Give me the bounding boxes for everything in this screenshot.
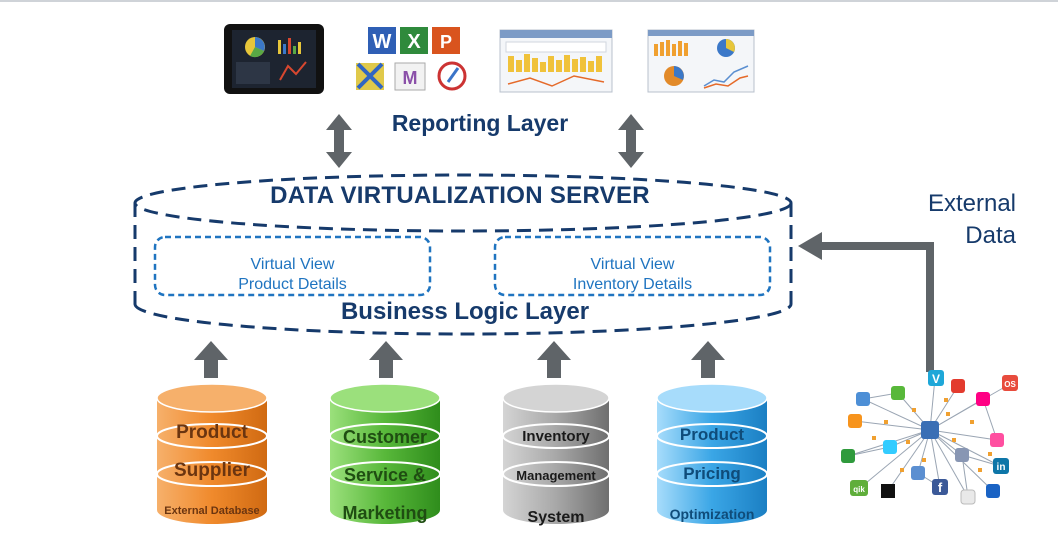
virtual-view-product-line1: Virtual View [250, 256, 335, 273]
os-icon-label: OS [1004, 380, 1016, 389]
reporting-arrow-left [326, 114, 352, 168]
virtual-view-box-inventory [493, 235, 772, 297]
virtual-view-inventory: Virtual View Inventory Details [495, 255, 770, 295]
db-labels-1: Product Supplier External Database [164, 422, 259, 517]
external-data-connector [798, 232, 934, 372]
friendfeed-icon [911, 466, 925, 480]
qik-icon [850, 480, 868, 496]
svg-text:M: M [403, 68, 418, 88]
word-icon: W [373, 31, 392, 53]
db2-label-2: Service & [344, 465, 426, 485]
excel-icon: X [407, 31, 421, 53]
messenger-icon [986, 484, 1000, 498]
database-customer-service [329, 383, 441, 524]
green-icon [841, 449, 855, 463]
business-logic-layer-label: Business Logic Layer [340, 298, 590, 325]
mail-merge-icon [394, 62, 426, 91]
db2-label-3: Marketing [342, 503, 427, 523]
blog-icon [856, 392, 870, 406]
delicious-icon [881, 484, 895, 498]
db1-label-2: Supplier [174, 460, 251, 481]
server-title: DATA VIRTUALIZATION SERVER [270, 182, 650, 209]
linkedin-icon [993, 458, 1009, 474]
tablet-dashboard-thumbnail [224, 24, 324, 94]
db3-label-1: Inventory [522, 428, 590, 445]
up-arrows [194, 341, 725, 378]
linkedin-icon-label: in [997, 462, 1006, 473]
db1-label-1: Product [176, 422, 248, 443]
cc-icon [990, 433, 1004, 447]
virtual-view-inventory-line1: Virtual View [590, 256, 675, 273]
db4-label-1: Product [680, 425, 745, 444]
vimeo-icon-label: V [932, 372, 940, 386]
up-arrow-1 [194, 341, 228, 378]
external-data-line1: External [927, 190, 1016, 217]
chat-icon [891, 386, 905, 400]
data-virtualization-server-cylinder [133, 173, 793, 336]
db2-label-1: Customer [343, 427, 427, 447]
virtual-view-inventory-line2: Inventory Details [572, 276, 693, 293]
os-icon [1002, 375, 1018, 391]
db3-label-2: Management [516, 468, 596, 483]
flickr-icon [976, 392, 990, 406]
db-labels-2: Customer Service & Marketing [342, 427, 427, 523]
report-screenshot-1 [499, 29, 613, 93]
database-inventory [502, 383, 610, 524]
social-network-graph: V OS in qik f [841, 370, 1018, 505]
virtual-view-product: Virtual View Product Details [155, 255, 430, 295]
powerpoint-icon: P [440, 32, 452, 52]
db4-label-2: Pricing [683, 464, 741, 483]
wordpress-icon [921, 421, 939, 439]
up-arrow-4 [691, 341, 725, 378]
network-icon [960, 489, 976, 505]
database-pricing [656, 383, 768, 524]
rss-icon [848, 414, 862, 428]
db-labels-3: Inventory Management System [516, 428, 596, 526]
db-labels-4: Product Pricing Optimization [670, 425, 755, 522]
reporting-arrow-right [618, 114, 644, 168]
top-divider [0, 0, 1058, 2]
report-screenshot-2 [647, 29, 755, 93]
twitter-icon [883, 440, 897, 454]
db1-label-3: External Database [164, 505, 259, 517]
qik-icon-label: qik [853, 485, 865, 494]
facebook-icon-label: f [938, 480, 943, 495]
facebook-icon [932, 479, 948, 495]
virtual-view-box-product [153, 235, 432, 297]
database-product-supplier [156, 383, 268, 524]
db3-label-3: System [528, 509, 585, 526]
up-arrow-3 [537, 341, 571, 378]
youtube-icon [951, 379, 965, 393]
virtual-view-product-line2: Product Details [238, 276, 347, 293]
up-arrow-2 [369, 341, 403, 378]
google-icon [955, 448, 969, 462]
reporting-layer-label: Reporting Layer [391, 110, 569, 136]
external-data-label: External Data [880, 188, 1016, 252]
office-icons: W X P M [356, 27, 467, 91]
external-data-line2: Data [965, 222, 1016, 249]
vimeo-icon [928, 370, 944, 386]
db4-label-3: Optimization [670, 506, 755, 522]
